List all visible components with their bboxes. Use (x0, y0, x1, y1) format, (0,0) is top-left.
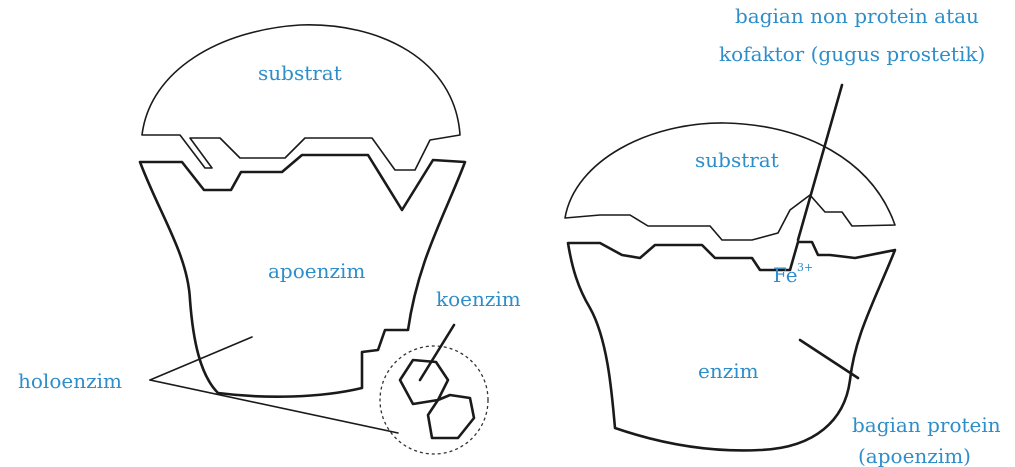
protein-label-line2: (apoenzim) (858, 444, 971, 467)
iron-ion-label: Fe (773, 263, 798, 287)
right-diagram: substrat bagian non protein atau kofakto… (565, 4, 1001, 467)
holoenzyme-label: holoenzim (18, 369, 122, 393)
coenzyme-label: koenzim (436, 287, 521, 311)
enzyme-label: enzim (698, 359, 759, 383)
left-diagram: substrat apoenzim koenzim holoenzim (18, 25, 521, 454)
left-substrate-label: substrat (258, 61, 342, 85)
right-enzyme-shape (568, 242, 895, 450)
left-substrate-shape (142, 25, 460, 170)
iron-ion-charge: 3+ (797, 261, 813, 274)
protein-label-line1: bagian protein (852, 413, 1001, 437)
cofactor-label-line1: bagian non protein atau (735, 4, 979, 28)
cofactor-label-line2: kofaktor (gugus prostetik) (719, 42, 985, 66)
right-substrate-shape (565, 123, 895, 240)
coenzyme-shape (400, 360, 448, 404)
right-substrate-label: substrat (695, 148, 779, 172)
apoenzyme-label: apoenzim (268, 259, 365, 283)
